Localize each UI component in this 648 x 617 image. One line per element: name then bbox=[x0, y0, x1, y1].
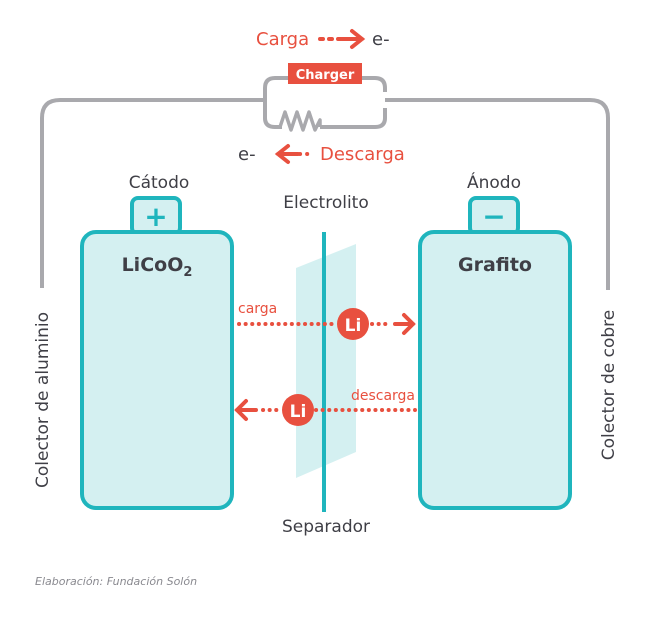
charger-label: Charger bbox=[296, 68, 355, 83]
separator-label: Separador bbox=[282, 517, 370, 537]
external-wire bbox=[40, 98, 265, 288]
charge-arrow-head bbox=[340, 29, 366, 49]
plus-icon: + bbox=[144, 200, 167, 233]
discharge-arrow-icon bbox=[274, 144, 300, 164]
cathode-title: Cátodo bbox=[129, 173, 190, 193]
charge-electron-label: e- bbox=[372, 29, 390, 50]
resistor-icon bbox=[278, 110, 322, 132]
charge-flow-label: carga bbox=[238, 301, 277, 317]
charger-badge bbox=[288, 63, 362, 84]
charge-flow-arrow-icon bbox=[393, 313, 416, 335]
anode-cell bbox=[418, 230, 572, 510]
lithium-ion-discharge bbox=[282, 394, 314, 426]
charge-label: Carga bbox=[256, 29, 309, 50]
cathode-material: LiCoO2 bbox=[122, 254, 193, 280]
discharge-flow-label: descarga bbox=[351, 388, 415, 404]
charger-loop bbox=[263, 76, 387, 129]
minus-icon: − bbox=[482, 200, 505, 233]
aluminum-collector-label: Colector de aluminio bbox=[33, 312, 53, 488]
credit: Elaboración: Fundación Solón bbox=[35, 575, 197, 588]
discharge-flow-arrow-icon bbox=[234, 399, 258, 421]
external-wire-right bbox=[385, 98, 610, 290]
lithium-ion-label: Li bbox=[290, 402, 307, 422]
discharge-label: Descarga bbox=[320, 144, 405, 165]
discharge-electron-label: e- bbox=[238, 144, 256, 165]
cathode-cell bbox=[80, 230, 234, 510]
lithium-ion-charge bbox=[337, 308, 369, 340]
anode-material: Grafito bbox=[458, 254, 532, 276]
anode-title: Ánodo bbox=[467, 171, 521, 193]
lithium-ion-label: Li bbox=[345, 316, 362, 336]
copper-collector-label: Colector de cobre bbox=[599, 310, 619, 461]
electrolyte-label: Electrolito bbox=[283, 193, 368, 213]
